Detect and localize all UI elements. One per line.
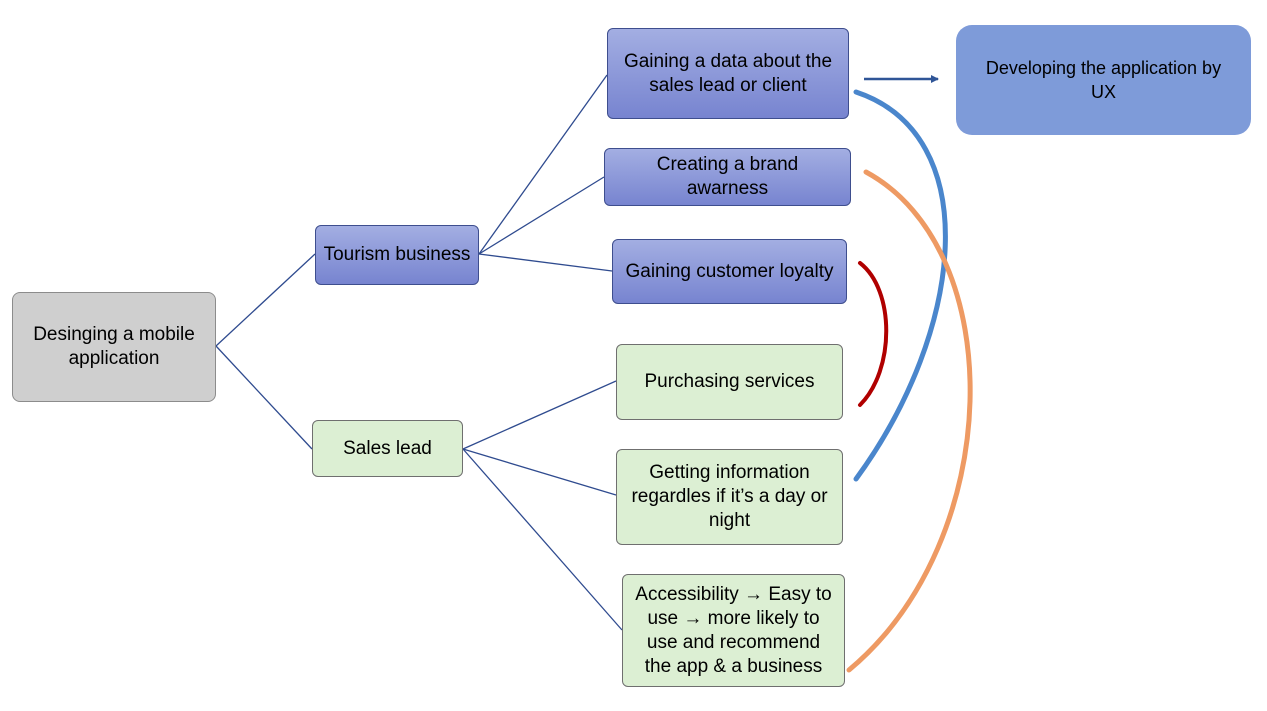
accessibility-label: Accessibility → Easy to use → more likel… [635,583,832,677]
connector-root-tourism [215,253,316,347]
gaining-data-label: Gaining a data about the sales lead or c… [623,50,833,96]
connector-tourism-brand [478,176,605,255]
link-arc-red [858,261,889,407]
sales-lead-label: Sales lead [343,437,432,459]
brand-awareness-node: Creating a brand awarness [604,148,851,206]
ux-development-node: Developing the application by UX [956,25,1251,135]
root-node: Desinging a mobile application [12,292,216,402]
root-node-label: Desinging a mobile application [33,324,195,369]
connector-sales-info [462,448,617,496]
purchasing-services-label: Purchasing services [644,371,815,392]
connector-sales-purchasing [462,380,617,450]
gaining-data-node: Gaining a data about the sales lead or c… [607,28,849,119]
connector-tourism-loyalty [478,253,613,272]
sales-lead-node: Sales lead [312,420,463,477]
accessibility-node: Accessibility → Easy to use → more likel… [622,574,845,687]
customer-loyalty-label: Gaining customer loyalty [625,260,834,282]
connector-sales-access [462,448,623,631]
tourism-business-node: Tourism business [315,225,479,285]
link-arc-orange [846,169,973,673]
connector-tourism-gain-data [478,74,608,255]
connector-root-sales [215,345,313,450]
ux-development-label: Developing the application by UX [985,58,1222,102]
getting-information-node: Getting information regardles if it’s a … [616,449,843,545]
customer-loyalty-node: Gaining customer loyalty [612,239,847,304]
getting-information-label: Getting information regardles if it’s a … [631,462,828,531]
brand-awareness-label: Creating a brand awarness [656,154,799,199]
purchasing-services-node: Purchasing services [616,344,843,420]
link-arc-blue [853,89,948,482]
tourism-business-label: Tourism business [323,244,471,265]
tree-connectors [215,74,623,631]
